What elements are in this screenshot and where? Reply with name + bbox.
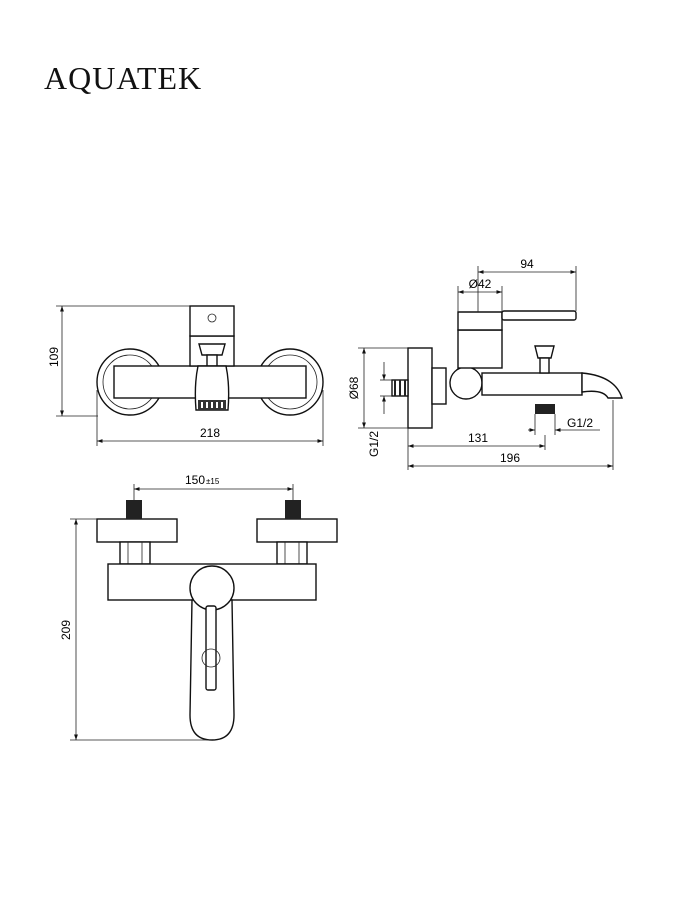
center-distance-dim: 150: [185, 473, 205, 487]
outlet-thread-label: G1/2: [567, 416, 593, 430]
body-diameter-dim: Ø42: [469, 277, 492, 291]
inlet-thread-label: G1/2: [367, 431, 381, 457]
outlet-thread: [535, 404, 555, 414]
diverter-knob: [198, 343, 226, 356]
center-tolerance: ±15: [206, 477, 220, 486]
right-inlet-thread: [285, 500, 301, 519]
lever-dim: 94: [520, 257, 534, 271]
lever-side: [501, 310, 577, 321]
left-flange-top: [96, 518, 178, 543]
diverter-side: [534, 345, 555, 359]
wall-flange: [407, 347, 433, 429]
spout-side: [581, 372, 623, 399]
top-height-dim: 209: [59, 620, 73, 640]
front-view: 109 218: [47, 305, 324, 446]
cartridge-top: [189, 565, 235, 611]
front-height-dim: 109: [47, 347, 61, 367]
spout: [194, 365, 230, 411]
body-side: [449, 366, 483, 400]
cartridge-side: [457, 329, 503, 369]
total-depth-dim: 196: [500, 451, 520, 465]
left-inlet-thread: [126, 500, 142, 519]
lever-cap: [189, 305, 235, 337]
lever-top: [205, 605, 217, 691]
side-view: 94 Ø42 Ø68 G1/2 G1/2 131 196: [347, 257, 623, 470]
right-flange-top: [256, 518, 338, 543]
left-nut: [119, 541, 151, 565]
spout-reach-dim: 131: [468, 431, 488, 445]
right-nut: [276, 541, 308, 565]
escutcheon-diameter-dim: Ø68: [347, 376, 361, 399]
top-view: 150 ±15 209: [59, 473, 338, 741]
front-width-dim: 218: [200, 426, 220, 440]
brand-logo: AQUATEK: [44, 60, 203, 96]
